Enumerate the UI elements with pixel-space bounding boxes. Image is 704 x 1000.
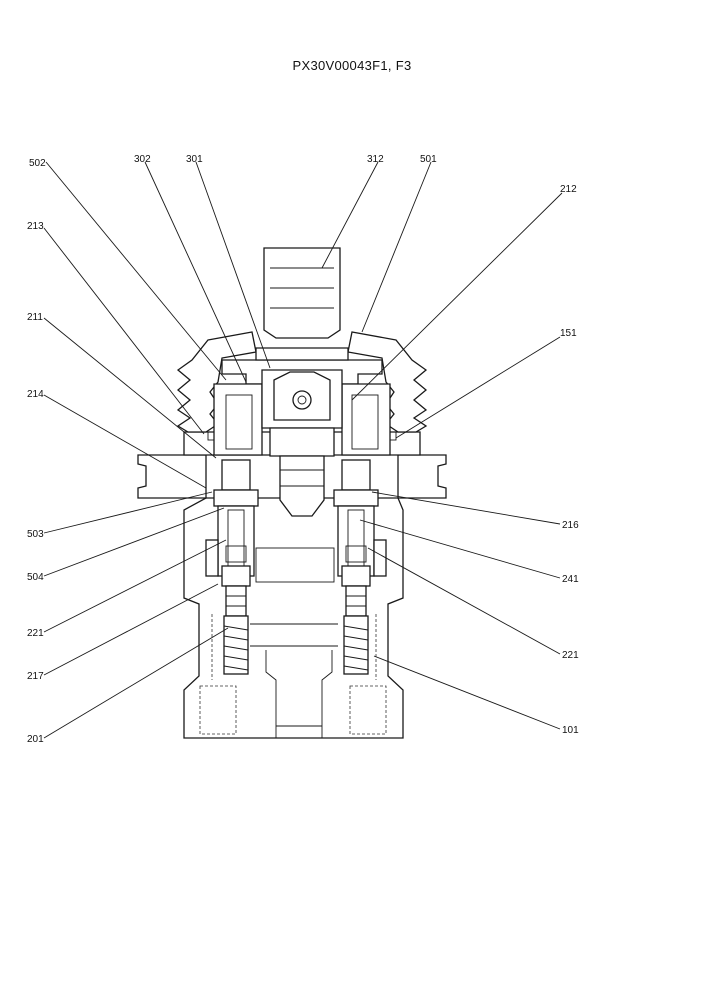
label-241: 241 xyxy=(562,574,579,585)
label-312: 312 xyxy=(367,154,384,165)
label-212: 212 xyxy=(560,184,577,195)
bellows-boot xyxy=(176,331,428,433)
guide-blocks xyxy=(213,383,391,456)
label-504: 504 xyxy=(27,572,44,583)
right-spool xyxy=(333,459,387,675)
label-221-right: 221 xyxy=(562,650,579,661)
label-217: 217 xyxy=(27,671,44,682)
label-151: 151 xyxy=(560,328,577,339)
drawing-title: PX30V00043F1, F3 xyxy=(292,58,412,73)
label-502: 502 xyxy=(29,158,46,169)
label-213: 213 xyxy=(27,221,44,232)
label-302: 302 xyxy=(134,154,151,165)
part-labels: 502 302 301 312 501 212 213 211 151 214 … xyxy=(27,154,579,745)
label-301: 301 xyxy=(186,154,203,165)
center-cavity xyxy=(255,547,335,583)
label-101: 101 xyxy=(562,725,579,736)
universal-joint xyxy=(261,247,343,517)
label-211: 211 xyxy=(27,312,43,323)
label-201: 201 xyxy=(27,734,44,745)
label-216: 216 xyxy=(562,520,579,531)
label-214: 214 xyxy=(27,389,44,400)
label-501: 501 xyxy=(420,154,437,165)
label-503: 503 xyxy=(27,529,44,540)
label-221-left: 221 xyxy=(27,628,44,639)
flange-plate xyxy=(137,454,447,499)
leader-lines xyxy=(43,161,563,739)
